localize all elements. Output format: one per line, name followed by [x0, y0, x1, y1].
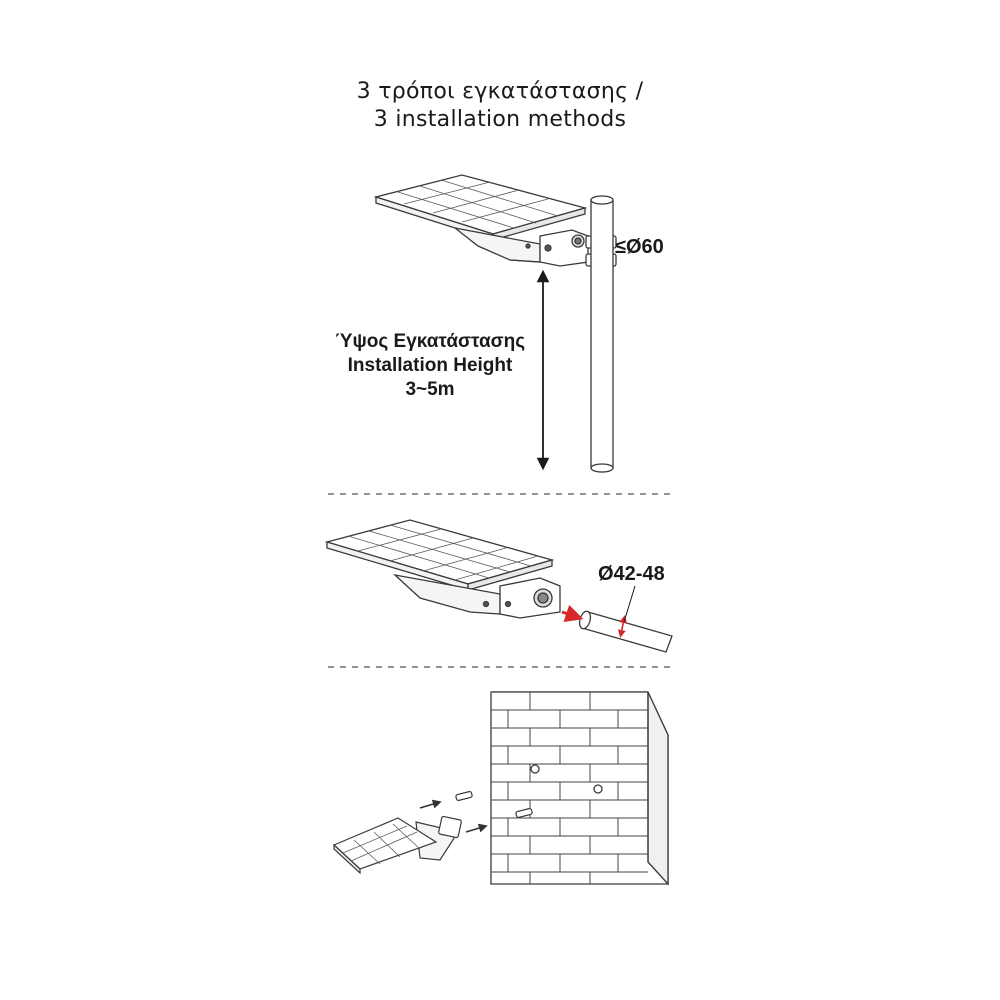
tube-diameter-arrow: [617, 615, 628, 638]
method2-light: [324, 519, 561, 619]
method2-tube: [578, 610, 673, 653]
method3-light: [332, 815, 462, 875]
method1-pole: [590, 195, 614, 473]
title-greek: 3 τρόποι εγκατάστασης /: [356, 79, 644, 104]
title-english: 3 installation methods: [373, 107, 627, 132]
tube-insert-arrow: [561, 604, 584, 622]
tube-diameter-label: Ø42-48: [598, 563, 665, 585]
method3-wall: [490, 691, 669, 886]
method1-light: [373, 174, 617, 267]
method3-anchors: [455, 790, 533, 819]
installation-height-label: Ύψος Εγκατάστασης Installation Height 3~…: [300, 330, 560, 402]
height-label-english: Installation Height: [347, 355, 513, 376]
anchor-arrow-1: [419, 799, 442, 809]
height-label-greek: Ύψος Εγκατάστασης: [334, 331, 526, 352]
pole-diameter-label: ≤Ø60: [615, 236, 664, 258]
tube-leader-line: [623, 585, 636, 623]
height-value: 3~5m: [405, 379, 455, 400]
anchor-arrow-2: [465, 823, 488, 833]
